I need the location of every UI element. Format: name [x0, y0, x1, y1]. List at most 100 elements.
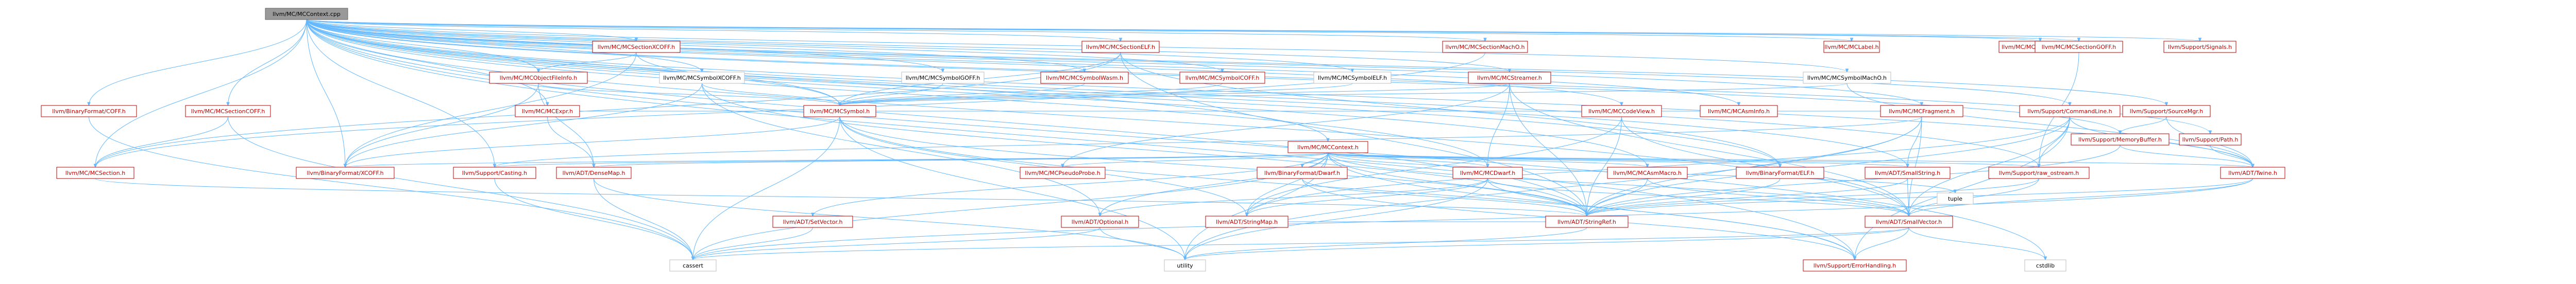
node-box: [1736, 167, 1824, 179]
node-secelf[interactable]: llvm/MC/MCSectionELF.h: [1081, 41, 1160, 53]
node-label: llvm/MC/MCCodeView.h: [1588, 108, 1655, 115]
node-symgoff[interactable]: llvm/MC/MCSymbolGOFF.h: [901, 72, 985, 84]
node-box: [772, 216, 853, 228]
edge-mccontext-to-elfbf: [1328, 152, 1781, 167]
edge-smallstring-to-smallvector: [1908, 178, 1909, 216]
node-box: [1607, 167, 1688, 179]
node-tuple[interactable]: tuple: [1937, 192, 1974, 205]
node-utility[interactable]: utility: [1164, 259, 1206, 272]
node-label: llvm/ADT/Optional.h: [1072, 219, 1128, 225]
node-symwasm[interactable]: llvm/MC/MCSymbolWasm.h: [1040, 72, 1129, 84]
node-symcoff[interactable]: llvm/MC/MCSymbolCOFF.h: [1179, 72, 1265, 84]
edge-root-to-rawostream: [306, 19, 2039, 167]
node-symmacho[interactable]: llvm/MC/MCSymbolMachO.h: [1803, 72, 1891, 84]
node-secxcoff[interactable]: llvm/MC/MCSectionXCOFF.h: [592, 41, 681, 53]
node-pseudoprobe[interactable]: llvm/MC/MCPseudoProbe.h: [1020, 167, 1106, 179]
node-box: [1081, 41, 1160, 53]
node-box: [1442, 41, 1528, 53]
edge-sourcemgr-to-membuf: [2120, 116, 2167, 134]
node-secgoff[interactable]: llvm/MC/MCSectionGOFF.h: [2035, 41, 2123, 53]
edge-secelf-to-stringref: [1120, 52, 1587, 216]
node-label: llvm/ADT/SmallString.h: [1875, 170, 1940, 176]
node-mcsection[interactable]: llvm/MC/MCSection.h: [56, 167, 134, 179]
node-cstdlib[interactable]: cstdlib: [2024, 259, 2066, 272]
edge-root-to-symelf: [306, 19, 1352, 72]
node-symelf[interactable]: llvm/MC/MCSymbolELF.h: [1313, 72, 1392, 84]
node-label: llvm/Support/MemoryBuffer.h: [2078, 136, 2162, 143]
node-label: llvm/MC/MCPseudoProbe.h: [1025, 170, 1100, 176]
node-box: [1452, 167, 1523, 179]
node-path[interactable]: llvm/Support/Path.h: [2179, 133, 2242, 146]
edge-root-to-asminfo: [306, 19, 1739, 105]
node-optional[interactable]: llvm/ADT/Optional.h: [1061, 216, 1139, 228]
node-sourcemgr[interactable]: llvm/Support/SourceMgr.h: [2122, 105, 2211, 117]
edge-root-to-secmacho: [306, 19, 1485, 41]
node-label: llvm/Support/Signals.h: [2168, 44, 2232, 50]
node-mcsymbol[interactable]: llvm/MC/MCSymbol.h: [803, 105, 876, 117]
node-stringref[interactable]: llvm/ADT/StringRef.h: [1545, 216, 1629, 228]
graph-nodes: llvm/MC/MCContext.cpp llvm/MC/MCLabel.h ll…: [41, 8, 2285, 272]
node-label: llvm/MC/MCSectionELF.h: [1086, 44, 1155, 50]
node-label: llvm/MC/MCContext.cpp: [273, 11, 341, 17]
node-membuf[interactable]: llvm/Support/MemoryBuffer.h: [2071, 133, 2170, 146]
edge-secxcoff-to-binfmtxcoff: [345, 52, 637, 167]
node-rawostream[interactable]: llvm/Support/raw_ostream.h: [1988, 167, 2090, 179]
edge-mccontext-to-twine: [1328, 152, 2253, 167]
edge-fragment-to-casting: [495, 116, 1922, 167]
node-elfbf[interactable]: llvm/BinaryFormat/ELF.h: [1736, 167, 1824, 179]
node-asminfo[interactable]: llvm/MC/MCAsmInfo.h: [1700, 105, 1778, 117]
edge-dwarfbf-to-stringref: [1302, 178, 1587, 216]
node-symxcoff[interactable]: llvm/MC/MCSymbolXCOFF.h: [659, 72, 745, 84]
edge-root-to-smallstring: [306, 19, 1908, 167]
node-cassert[interactable]: cassert: [669, 259, 717, 272]
node-binfmtcoff[interactable]: llvm/BinaryFormat/COFF.h: [41, 105, 137, 117]
node-mclabel[interactable]: llvm/MC/MCLabel.h: [1823, 41, 1880, 53]
node-asmmacro[interactable]: llvm/MC/MCAsmMacro.h: [1607, 167, 1688, 179]
node-streamer[interactable]: llvm/MC/MCStreamer.h: [1468, 72, 1551, 84]
node-casting[interactable]: llvm/Support/Casting.h: [453, 167, 536, 179]
node-smallstring[interactable]: llvm/ADT/SmallString.h: [1865, 167, 1951, 179]
node-secmacho[interactable]: llvm/MC/MCSectionMachO.h: [1442, 41, 1528, 53]
edge-streamer-to-mcdwarf: [1488, 83, 1510, 167]
node-label: llvm/Support/Casting.h: [462, 170, 527, 176]
node-label: llvm/Support/SourceMgr.h: [2130, 108, 2203, 115]
node-densemap[interactable]: llvm/ADT/DenseMap.h: [556, 167, 632, 179]
node-label: llvm/MC/MCSymbolMachO.h: [1807, 75, 1887, 81]
edge-setvector-to-cassert: [693, 227, 813, 260]
node-twine[interactable]: llvm/ADT/Twine.h: [2220, 167, 2285, 179]
edge-fragment-to-smallstring: [1908, 116, 1922, 167]
edge-twine-to-smallvector: [1909, 178, 2253, 216]
edge-root-to-symmacho: [306, 19, 1847, 72]
node-codeview[interactable]: llvm/MC/MCCodeView.h: [1581, 105, 1662, 117]
node-mcexpr[interactable]: llvm/MC/MCExpr.h: [515, 105, 580, 117]
node-mccontext[interactable]: llvm/MC/MCContext.h: [1287, 141, 1368, 153]
edge-mcsymbol-to-errorhandling: [839, 116, 1855, 260]
node-label: llvm/ADT/DenseMap.h: [563, 170, 625, 176]
node-stringmap[interactable]: llvm/ADT/StringMap.h: [1205, 216, 1289, 228]
edge-symmacho-to-mcsymbol: [840, 83, 1848, 105]
node-root[interactable]: llvm/MC/MCContext.cpp: [265, 8, 348, 20]
node-box: [1545, 216, 1629, 228]
node-objfileinfo[interactable]: llvm/MC/MCObjectFileInfo.h: [489, 72, 588, 84]
node-cmdline[interactable]: llvm/Support/CommandLine.h: [2019, 105, 2121, 117]
node-binfmtxcoff[interactable]: llvm/BinaryFormat/XCOFF.h: [296, 167, 395, 179]
edge-root-to-cmdline: [306, 19, 2070, 105]
node-box: [1803, 259, 1907, 272]
node-box: [1164, 259, 1206, 272]
node-dwarfbf[interactable]: llvm/BinaryFormat/Dwarf.h: [1257, 167, 1348, 179]
node-errorhandling[interactable]: llvm/Support/ErrorHandling.h: [1803, 259, 1907, 272]
node-setvector[interactable]: llvm/ADT/SetVector.h: [772, 216, 853, 228]
node-box: [1880, 105, 1963, 117]
node-box: [1581, 105, 1662, 117]
edge-mccontext-to-pseudoprobe: [1063, 152, 1328, 167]
node-signals[interactable]: llvm/Support/Signals.h: [2163, 41, 2236, 53]
node-label: llvm/MC/MCLabel.h: [1824, 44, 1878, 50]
edge-root-to-cstdlib: [306, 19, 2045, 260]
node-fragment[interactable]: llvm/MC/MCFragment.h: [1880, 105, 1963, 117]
node-box: [1287, 141, 1368, 153]
node-mcdwarf[interactable]: llvm/MC/MCDwarf.h: [1452, 167, 1523, 179]
node-seccoff[interactable]: llvm/MC/MCSectionCOFF.h: [185, 105, 271, 117]
node-smallvector[interactable]: llvm/ADT/SmallVector.h: [1865, 216, 1953, 228]
edge-mcdwarf-to-stringmap: [1247, 178, 1488, 216]
edge-root-to-binfmtcoff: [89, 19, 307, 105]
